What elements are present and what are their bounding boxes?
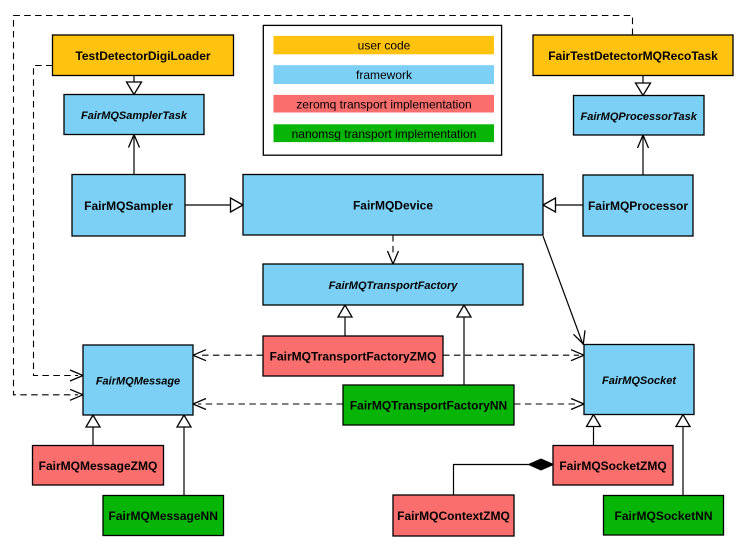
svg-text:FairMQMessageZMQ: FairMQMessageZMQ [39,459,158,473]
svg-text:FairMQProcessor: FairMQProcessor [588,199,688,213]
svg-text:FairMQMessageNN: FairMQMessageNN [109,509,218,523]
svg-text:FairMQTransportFactoryZMQ: FairMQTransportFactoryZMQ [270,350,437,364]
svg-text:framework: framework [356,68,413,82]
svg-text:FairMQSampler: FairMQSampler [84,199,173,213]
svg-text:FairMQSocket: FairMQSocket [602,375,677,387]
svg-text:FairMQSocketNN: FairMQSocketNN [614,509,712,523]
svg-text:FairMQContextZMQ: FairMQContextZMQ [397,509,510,523]
svg-text:FairMQSamplerTask: FairMQSamplerTask [81,110,188,122]
svg-text:FairMQDevice: FairMQDevice [353,198,433,212]
svg-text:nanomsg transport implementati: nanomsg transport implementation [292,127,477,141]
svg-text:zeromq transport implementatio: zeromq transport implementation [296,97,471,111]
svg-text:FairMQProcessorTask: FairMQProcessorTask [581,111,698,123]
svg-text:FairMQTransportFactoryNN: FairMQTransportFactoryNN [350,399,507,413]
svg-text:FairTestDetectorMQRecoTask: FairTestDetectorMQRecoTask [548,49,718,63]
svg-text:FairMQTransportFactory: FairMQTransportFactory [329,280,459,292]
svg-text:user code: user code [358,39,411,53]
svg-text:FairMQSocketZMQ: FairMQSocketZMQ [559,459,666,473]
svg-text:TestDetectorDigiLoader: TestDetectorDigiLoader [75,49,210,63]
svg-text:FairMQMessage: FairMQMessage [96,376,180,388]
